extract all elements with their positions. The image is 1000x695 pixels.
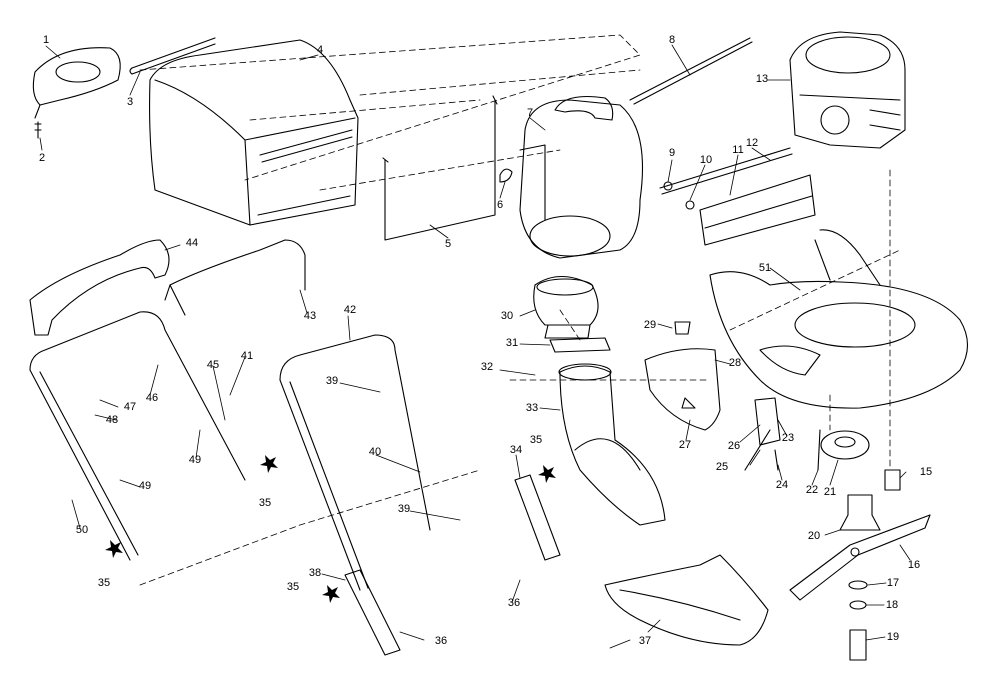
- hinge-bracket: [659, 147, 816, 246]
- part-label-4: 4: [316, 44, 324, 56]
- main-handle: [279, 334, 431, 591]
- part-label-47: 47: [123, 401, 137, 413]
- part-label-50: 50: [75, 524, 89, 536]
- part-label-35-right: 35: [529, 434, 543, 446]
- part-label-43: 43: [303, 310, 317, 322]
- part-label-35-left: 35: [97, 577, 111, 589]
- part-label-35-bottom: 35: [286, 581, 300, 593]
- part-label-28: 28: [728, 357, 742, 369]
- bracket-part-31: [549, 337, 611, 353]
- part-label-36-right: 36: [507, 597, 521, 609]
- part-label-27: 27: [678, 439, 692, 451]
- part-label-11: 11: [732, 144, 744, 156]
- part-label-45: 45: [206, 359, 220, 371]
- rear-flap-cover: [32, 47, 121, 119]
- clip-part-29: [674, 321, 691, 335]
- part-label-16: 16: [907, 559, 921, 571]
- part-label-40: 40: [368, 446, 382, 458]
- part-label-18: 18: [885, 599, 899, 611]
- side-deflector: [644, 348, 721, 431]
- part-label-37: 37: [638, 635, 652, 647]
- part-label-9: 9: [668, 147, 676, 159]
- part-label-42: 42: [343, 304, 357, 316]
- clip-part-6: [499, 168, 513, 183]
- rear-skirt: [604, 554, 769, 646]
- discharge-chute: [558, 363, 666, 526]
- part-label-41: 41: [240, 350, 254, 362]
- bag-frame: [382, 95, 498, 241]
- part-label-48: 48: [105, 414, 119, 426]
- part-label-32: 32: [480, 361, 494, 373]
- washer-part-18: [849, 600, 867, 610]
- part-label-44: 44: [185, 237, 199, 249]
- long-rod: [629, 37, 753, 105]
- part-label-26: 26: [727, 440, 741, 452]
- part-label-6: 6: [496, 199, 504, 211]
- part-label-51: 51: [758, 262, 772, 274]
- part-label-19: 19: [886, 631, 900, 643]
- part-label-25: 25: [715, 461, 729, 473]
- part-label-7: 7: [526, 107, 534, 119]
- part-label-12: 12: [745, 137, 759, 149]
- mower-deck: [709, 229, 969, 409]
- part-label-10: 10: [699, 154, 713, 166]
- height-adjust-lever: [744, 397, 781, 471]
- part-label-20: 20: [807, 530, 821, 542]
- part-label-3: 3: [126, 96, 134, 108]
- part-label-17: 17: [886, 577, 900, 589]
- cone-filter: [533, 275, 599, 339]
- knob-icon: [105, 455, 556, 603]
- part-label-46: 46: [145, 392, 159, 404]
- bolt-part-15: [884, 469, 901, 491]
- rear-deflector-housing: [519, 95, 644, 259]
- part-label-8: 8: [668, 34, 676, 46]
- handle-bracket: [344, 569, 401, 656]
- part-label-22: 22: [805, 484, 819, 496]
- blade-bolt: [849, 629, 867, 661]
- part-label-31: 31: [505, 337, 519, 349]
- control-bail: [164, 239, 306, 316]
- engine: [789, 31, 906, 149]
- part-label-15: 15: [919, 466, 933, 478]
- grass-collection-bag: [149, 39, 359, 226]
- part-label-36-bottom: 36: [434, 635, 448, 647]
- part-label-35-center: 35: [258, 497, 272, 509]
- rear-rod: [129, 37, 216, 75]
- part-label-34: 34: [509, 444, 523, 456]
- blade-adapter-part-20: [839, 494, 881, 531]
- part-label-21: 21: [823, 486, 837, 498]
- part-label-23: 23: [781, 432, 795, 444]
- part-label-30: 30: [500, 310, 514, 322]
- screw-part-2: [34, 121, 42, 139]
- part-label-5: 5: [444, 238, 452, 250]
- part-label-38: 38: [308, 567, 322, 579]
- assembly-guide-lines: [139, 34, 901, 586]
- cutting-blade: [789, 514, 931, 601]
- side-bracket: [514, 474, 561, 561]
- blade-adapter: [817, 429, 870, 471]
- part-label-24: 24: [775, 479, 789, 491]
- leader-lines: [39, 44, 911, 649]
- part-label-49-left: 49: [138, 480, 152, 492]
- part-label-33: 33: [525, 402, 539, 414]
- washer-part-17: [848, 580, 868, 590]
- part-label-1: 1: [42, 34, 50, 46]
- part-label-49-center: 49: [188, 454, 202, 466]
- part-label-29: 29: [643, 319, 657, 331]
- part-label-2: 2: [38, 152, 46, 164]
- part-label-13: 13: [755, 73, 769, 85]
- left-handle: [29, 311, 246, 561]
- part-label-39-bottom: 39: [397, 503, 411, 515]
- handle-grip: [29, 239, 170, 336]
- part-label-39-top: 39: [325, 375, 339, 387]
